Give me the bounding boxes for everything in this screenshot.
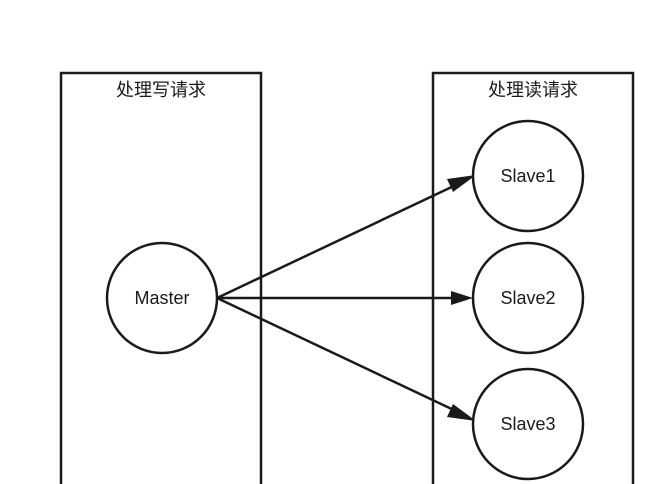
slave1-node-circle bbox=[471, 119, 585, 233]
edge-master-slave3-line bbox=[216, 296, 459, 414]
edge-master-slave2 bbox=[217, 291, 473, 305]
edge-master-slave3 bbox=[216, 296, 476, 421]
slave1-node: Slave1 bbox=[471, 119, 585, 233]
edge-master-slave1-arrowhead bbox=[447, 175, 476, 192]
edges bbox=[216, 175, 476, 421]
edge-master-slave3-arrowhead bbox=[447, 404, 476, 421]
slave2-node-label: Slave2 bbox=[500, 288, 555, 308]
edge-master-slave1-line bbox=[216, 182, 459, 300]
slave2-node: Slave2 bbox=[471, 241, 585, 355]
read-group-title: 处理读请求 bbox=[488, 80, 578, 101]
slave3-node: Slave3 bbox=[471, 367, 585, 481]
slave3-node-circle bbox=[471, 367, 585, 481]
write-group-title: 处理写请求 bbox=[116, 80, 206, 101]
slave1-node-label: Slave1 bbox=[500, 166, 555, 186]
master-node-label: Master bbox=[134, 288, 189, 308]
slave2-node-circle bbox=[471, 241, 585, 355]
edge-master-slave2-arrowhead bbox=[451, 291, 473, 305]
master-node: Master bbox=[105, 241, 219, 355]
slave3-node-label: Slave3 bbox=[500, 414, 555, 434]
master-node-circle bbox=[105, 241, 219, 355]
edge-master-slave1 bbox=[216, 175, 476, 300]
